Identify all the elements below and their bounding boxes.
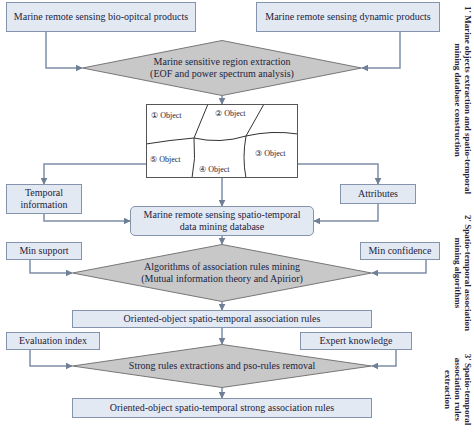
- region-boundary: [192, 138, 195, 178]
- flow-arrow: [372, 350, 396, 366]
- flow-arrow: [221, 328, 223, 344]
- flow-arrow: [30, 350, 72, 366]
- region-boundary: [146, 138, 194, 144]
- parameter-box: Min support: [6, 242, 82, 260]
- section-label: 3' Spatio-temporal association rules ext…: [442, 344, 472, 435]
- node-text: Marine remote sensing dynamic products: [265, 11, 431, 23]
- node-text: Temporal information: [11, 187, 77, 211]
- flow-arrow: [221, 302, 223, 310]
- object-label: ③ Object: [255, 149, 286, 159]
- node-text: Marine remote sensing spatio-temporal da…: [135, 209, 309, 233]
- flow-arrow: [44, 214, 130, 221]
- section-label: 2' Spatio-temporal association mining al…: [452, 206, 472, 340]
- node-text: Oriented-object spatio-temporal strong a…: [110, 402, 334, 414]
- parameter-box: Expert knowledge: [300, 332, 412, 350]
- result-box: Oriented-object spatio-temporal strong a…: [72, 398, 372, 418]
- flow-arrow: [362, 32, 400, 68]
- flow-arrow: [30, 260, 72, 273]
- object-label: ④ Object: [199, 165, 230, 175]
- source-box: Marine remote sensing bio-opitcal produc…: [6, 2, 196, 32]
- flow-arrow: [44, 164, 146, 184]
- node-text: Min confidence: [368, 245, 431, 257]
- region-boundary: [194, 104, 208, 138]
- object-label: ② Object: [215, 109, 246, 119]
- decision-diamond: Algorithms of association rules mining (…: [72, 244, 372, 302]
- region-boundary: [244, 136, 246, 178]
- decision-diamond: Strong rules extractions and pso-rules r…: [72, 344, 372, 388]
- object-label: ① Object: [151, 111, 182, 121]
- diamond-shape: [83, 41, 362, 96]
- node-text: Strong rules extractions and pso-rules r…: [129, 360, 315, 372]
- node-text: Marine sensitive region extraction (EOF …: [146, 56, 298, 80]
- node-text: Algorithms of association rules mining (…: [136, 261, 308, 285]
- parameter-box: Min confidence: [360, 242, 440, 260]
- source-box: Marine remote sensing dynamic products: [256, 2, 440, 32]
- input-box: Attributes: [340, 184, 416, 204]
- node-text: Attributes: [358, 188, 398, 200]
- object-label: ⑤ Object: [150, 155, 181, 165]
- diamond-shape: [73, 245, 372, 302]
- input-box: Temporal information: [6, 184, 82, 214]
- region-boundary: [246, 104, 264, 136]
- flow-arrow: [221, 388, 223, 398]
- section-label: 1' Marine objects extraction and spatio-…: [452, 2, 472, 198]
- flow-arrow: [221, 236, 223, 244]
- node-text: Min support: [19, 245, 68, 257]
- node-text: Expert knowledge: [319, 335, 392, 347]
- flow-arrow: [372, 260, 426, 273]
- node-text: Oriented-object spatio-temporal associat…: [124, 313, 321, 325]
- region-boundary: [246, 132, 298, 136]
- node-text: Marine remote sensing bio-opitcal produc…: [14, 11, 188, 23]
- flow-arrow: [298, 164, 378, 184]
- object-map: ① Object ② Object ③ Object ④ Object ⑤ Object: [146, 104, 298, 178]
- flow-arrow: [221, 96, 223, 104]
- region-boundary: [194, 136, 246, 141]
- parameter-box: Evaluation index: [6, 332, 100, 350]
- flow-arrow: [46, 32, 82, 68]
- flow-arrow: [314, 204, 378, 221]
- diamond-shape: [73, 345, 372, 388]
- node-text: Evaluation index: [19, 335, 87, 347]
- flow-arrow: [221, 178, 223, 206]
- decision-diamond: Marine sensitive region extraction (EOF …: [82, 40, 362, 96]
- result-box: Oriented-object spatio-temporal associat…: [72, 310, 372, 328]
- database-box: Marine remote sensing spatio-temporal da…: [130, 206, 314, 236]
